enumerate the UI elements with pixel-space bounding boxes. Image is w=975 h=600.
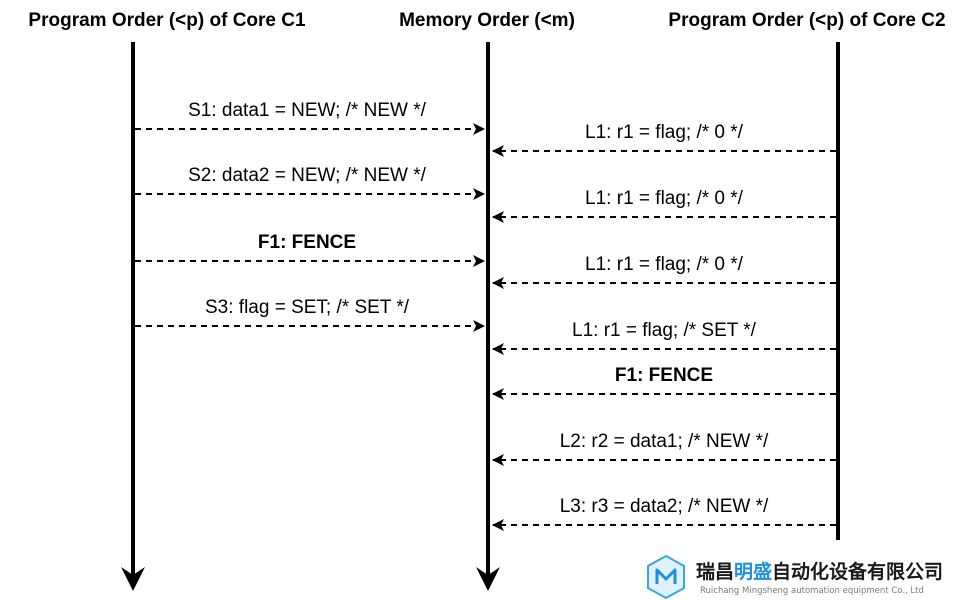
c1-op-4-label: S3: flag = SET; /* SET */	[205, 297, 410, 318]
c2-op-3: L1: r1 = flag; /* 0 */	[492, 254, 836, 289]
c1-op-3: F1: FENCE	[135, 232, 485, 267]
c1-op-4: S3: flag = SET; /* SET */	[135, 297, 485, 332]
c1-op-2: S2: data2 = NEW; /* NEW */	[135, 165, 485, 200]
c1-op-1-label: S1: data1 = NEW; /* NEW */	[188, 100, 426, 121]
company-name-cn: 瑞昌明盛自动化设备有限公司	[696, 560, 943, 583]
c1-op-2-label: S2: data2 = NEW; /* NEW */	[188, 165, 426, 186]
core-c1-timeline	[121, 42, 145, 591]
c2-op-2-label: L1: r1 = flag; /* 0 */	[585, 188, 744, 209]
memory-order-header: Memory Order (<m)	[399, 10, 575, 31]
core-c1-header: Program Order (<p) of Core C1	[28, 10, 306, 31]
core-c2-header: Program Order (<p) of Core C2	[668, 10, 945, 31]
company-logo-icon	[647, 554, 685, 600]
c2-op-7: L3: r3 = data2; /* NEW */	[492, 496, 836, 531]
c2-op-1: L1: r1 = flag; /* 0 */	[492, 122, 836, 157]
company-name-en: Ruichang Mingsheng automation equipment …	[700, 586, 924, 596]
c2-op-7-label: L3: r3 = data2; /* NEW */	[560, 496, 769, 517]
core-c1-operations: S1: data1 = NEW; /* NEW */ S2: data2 = NE…	[135, 100, 485, 332]
c2-op-3-label: L1: r1 = flag; /* 0 */	[585, 254, 744, 275]
c2-op-4: L1: r1 = flag; /* SET */	[492, 320, 836, 355]
c2-op-1-label: L1: r1 = flag; /* 0 */	[585, 122, 744, 143]
c2-op-5-label: F1: FENCE	[615, 365, 713, 386]
memory-order-timeline-arrowhead	[476, 567, 500, 591]
c1-op-1: S1: data1 = NEW; /* NEW */	[135, 100, 485, 135]
c1-op-3-label: F1: FENCE	[258, 232, 356, 253]
c2-op-6: L2: r2 = data1; /* NEW */	[492, 431, 836, 466]
company-watermark: 瑞昌明盛自动化设备有限公司 Ruichang Mingsheng automat…	[647, 554, 943, 600]
c2-op-2: L1: r1 = flag; /* 0 */	[492, 188, 836, 223]
memory-order-timeline	[476, 42, 500, 591]
c2-op-5: F1: FENCE	[492, 365, 836, 400]
c2-op-6-label: L2: r2 = data1; /* NEW */	[560, 431, 769, 452]
core-c1-timeline-arrowhead	[121, 567, 145, 591]
core-c2-operations: L1: r1 = flag; /* 0 */ L1: r1 = flag; /* …	[492, 122, 836, 531]
c2-op-4-label: L1: r1 = flag; /* SET */	[572, 320, 757, 341]
